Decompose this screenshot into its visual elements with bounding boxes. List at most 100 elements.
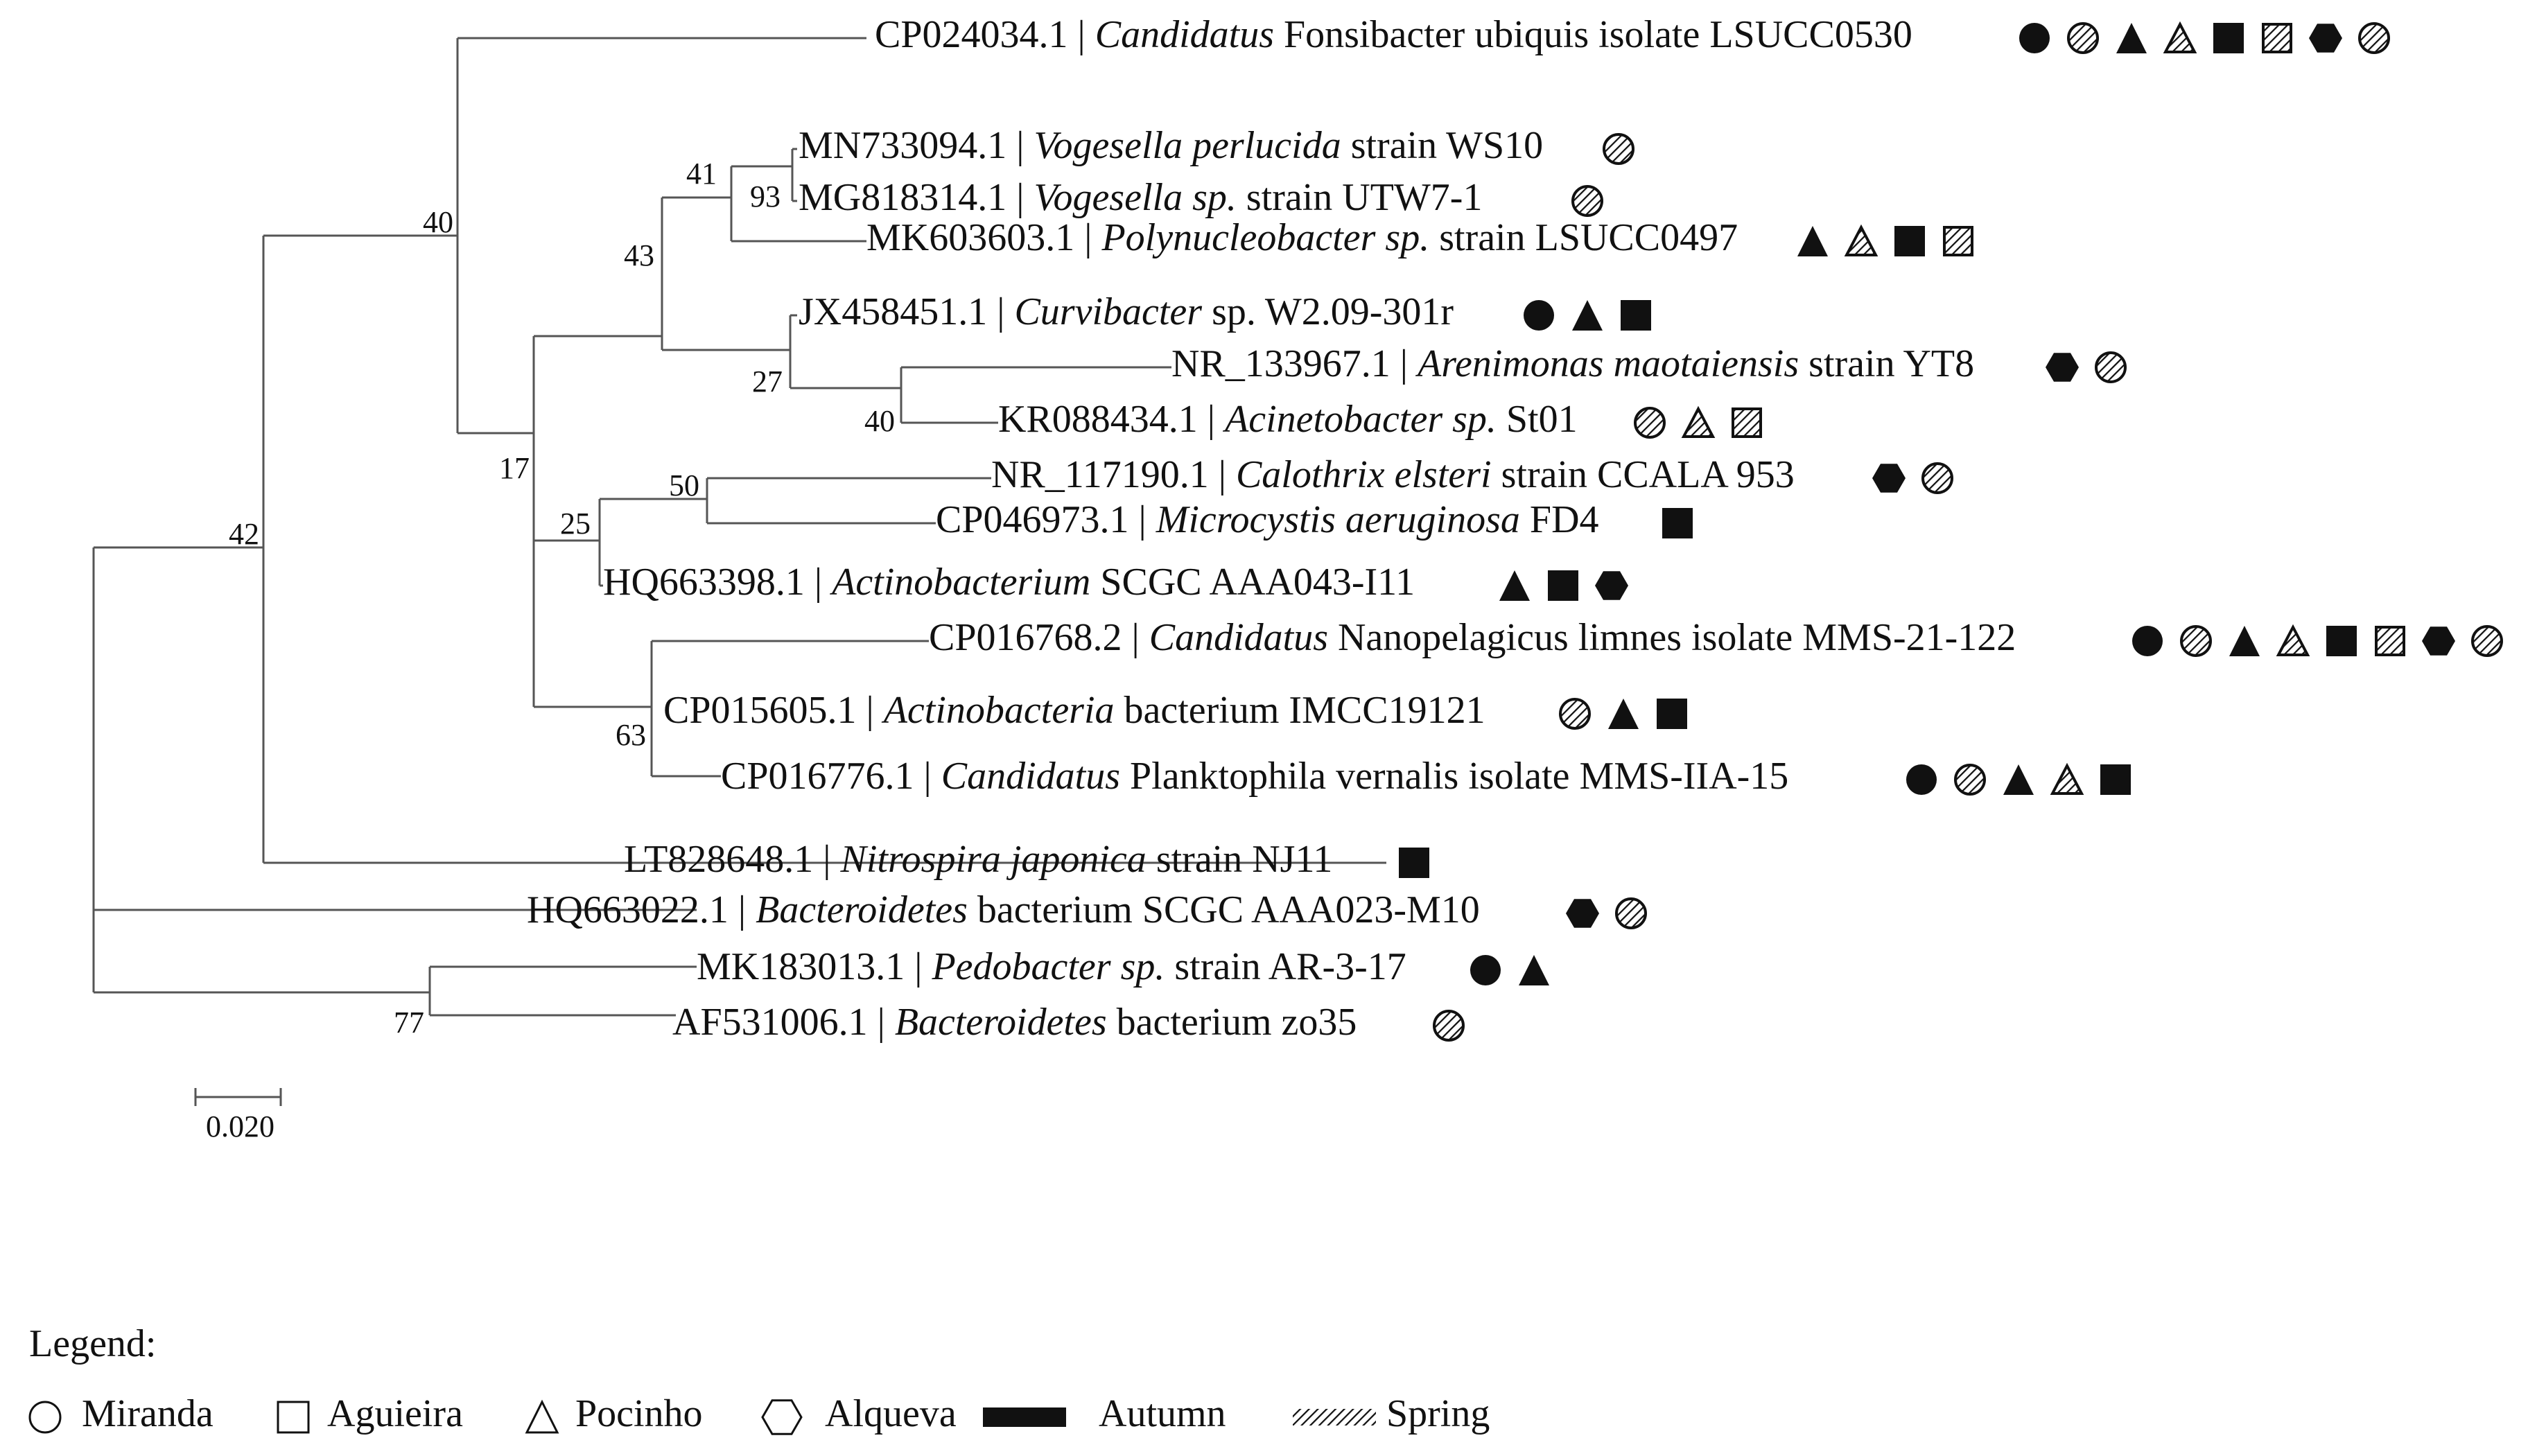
leaf-separator: |	[1132, 616, 1149, 659]
leaf-accession: KR088434.1	[998, 398, 1208, 441]
leaf-descriptor: strain NJ11	[1147, 838, 1333, 881]
hexagon-filled-icon	[1595, 571, 1628, 600]
sample-symbols	[1399, 21, 2503, 1042]
leaf-descriptor: SCGC AAA043-I11	[1090, 561, 1415, 604]
leaf-separator: |	[814, 561, 832, 604]
triangle-filled-icon	[2229, 626, 2260, 656]
legend-item-label: Aguieira	[327, 1392, 463, 1435]
hexagon-filled-icon	[2309, 24, 2342, 53]
leaf-label: MG818314.1 | Vogesella sp. strain UTW7-1	[799, 176, 1482, 219]
leaf-accession: NR_117190.1	[991, 453, 1219, 496]
circle-hatched-icon	[2471, 625, 2503, 657]
leaf-genus: Actinobacterium	[829, 561, 1090, 604]
leaf-descriptor: bacterium SCGC AAA023-M10	[968, 888, 1480, 931]
leaf-descriptor: bacterium IMCC19121	[1115, 689, 1485, 732]
square-hatched-icon	[1732, 407, 1762, 438]
triangle-filled-icon	[1519, 955, 1549, 985]
leaf-label: MK603603.1 | Polynucleobacter sp. strain…	[866, 216, 1738, 259]
leaf-separator: |	[1400, 342, 1418, 385]
leaf-label: NR_133967.1 | Arenimonas maotaiensis str…	[1171, 342, 1974, 385]
circle-filled-icon	[1524, 300, 1554, 331]
circle-filled-icon	[2132, 626, 2163, 656]
leaf-accession: MN733094.1	[799, 124, 1016, 167]
leaf-descriptor: FD4	[1520, 498, 1599, 541]
hexagon-filled-icon	[1566, 899, 1599, 928]
leaf-label: HQ663022.1 | Bacteroidetes bacterium SCG…	[527, 888, 1480, 931]
leaf-genus: Candidatus	[941, 755, 1120, 798]
leaf-descriptor: strain CCALA 953	[1492, 453, 1795, 496]
triangle-filled-icon	[2003, 764, 2034, 795]
square-hatched-icon	[2375, 626, 2405, 656]
square-filled-icon	[1548, 570, 1578, 601]
leaf-accession: HQ663398.1	[603, 561, 814, 604]
leaf-genus: Candidatus	[1095, 13, 1274, 56]
triangle-filled-icon	[1499, 570, 1530, 601]
leaf-label: CP016776.1 | Candidatus Planktophila ver…	[721, 755, 1788, 798]
leaf-accession: CP015605.1	[663, 689, 866, 732]
leaf-accession: MK183013.1	[697, 945, 914, 988]
triangle-open-icon	[525, 1399, 559, 1434]
leaf-accession: NR_133967.1	[1171, 342, 1400, 385]
leaf-separator: |	[1084, 216, 1101, 259]
legend-item-label: Miranda	[82, 1392, 213, 1435]
circle-hatched-icon	[2358, 22, 2390, 54]
leaf-label: CP046973.1 | Microcystis aeruginosa FD4	[936, 498, 1599, 541]
leaf-labels: CP024034.1 | Candidatus Fonsibacter ubiq…	[527, 13, 2016, 1044]
legend-item: Spring	[1293, 1392, 1490, 1435]
circle-open-icon	[28, 1401, 62, 1434]
leaf-genus: Acinetobacter sp.	[1222, 398, 1497, 441]
leaf-descriptor: Nanopelagicus limnes isolate MMS-21-122	[1328, 616, 2016, 659]
leaf-separator: |	[997, 290, 1014, 333]
leaf-descriptor: strain UTW7-1	[1237, 176, 1483, 219]
legend-item: Aguieira	[277, 1392, 463, 1435]
circle-hatched-icon	[1433, 1010, 1465, 1042]
bootstrap-value: 41	[686, 157, 717, 191]
legend-item: Miranda	[28, 1392, 213, 1435]
leaf-separator: |	[738, 888, 756, 931]
leaf-accession: AF531006.1	[672, 1001, 878, 1044]
square-filled-icon	[1399, 848, 1429, 878]
circle-hatched-icon	[2180, 625, 2212, 657]
leaf-separator: |	[878, 1001, 895, 1044]
leaf-accession: CP016768.2	[929, 616, 1132, 659]
legend-item: Alqueva	[761, 1392, 957, 1435]
leaf-label: MK183013.1 | Pedobacter sp. strain AR-3-…	[697, 945, 1406, 988]
circle-hatched-icon	[2067, 22, 2099, 54]
leaf-descriptor: strain LSUCC0497	[1429, 216, 1738, 259]
circle-hatched-icon	[1954, 764, 1986, 796]
leaf-genus: Arenimonas maotaiensis	[1415, 342, 1799, 385]
leaf-separator: |	[1016, 176, 1034, 219]
leaf-accession: CP024034.1	[875, 13, 1078, 56]
circle-hatched-icon	[1559, 698, 1591, 730]
leaf-label: JX458451.1 | Curvibacter sp. W2.09-301r	[799, 290, 1454, 333]
bar-hatched-icon	[1293, 1409, 1376, 1426]
leaf-descriptor: bacterium zo35	[1107, 1001, 1357, 1044]
leaf-separator: |	[823, 838, 840, 881]
legend-item-label: Autumn	[1099, 1392, 1226, 1435]
circle-filled-icon	[1470, 955, 1501, 985]
leaf-genus: Actinobacteria	[881, 689, 1115, 732]
square-hatched-icon	[1943, 226, 1973, 256]
legend-title: Legend:	[29, 1322, 156, 1365]
leaf-label: AF531006.1 | Bacteroidetes bacterium zo3…	[672, 1001, 1357, 1044]
bootstrap-value: 27	[752, 365, 783, 398]
hexagon-filled-icon	[2046, 353, 2079, 382]
leaf-accession: CP016776.1	[721, 755, 924, 798]
leaf-descriptor: strain YT8	[1799, 342, 1974, 385]
leaf-genus: Polynucleobacter sp.	[1101, 216, 1429, 259]
leaf-label: LT828648.1 | Nitrospira japonica strain …	[624, 838, 1332, 881]
bootstrap-value: 25	[560, 507, 591, 541]
leaf-separator: |	[914, 945, 932, 988]
leaf-genus: Candidatus	[1149, 616, 1328, 659]
triangle-hatched-icon	[1681, 405, 1716, 438]
leaf-accession: MG818314.1	[799, 176, 1016, 219]
legend-item-label: Pocinho	[575, 1392, 703, 1435]
triangle-hatched-icon	[1844, 224, 1878, 256]
leaf-accession: LT828648.1	[624, 838, 823, 881]
square-filled-icon	[1621, 300, 1651, 331]
leaf-accession: CP046973.1	[936, 498, 1139, 541]
bootstrap-value: 17	[499, 451, 530, 485]
leaf-separator: |	[1139, 498, 1156, 541]
hexagon-filled-icon	[1872, 464, 1906, 493]
triangle-hatched-icon	[2050, 762, 2084, 795]
